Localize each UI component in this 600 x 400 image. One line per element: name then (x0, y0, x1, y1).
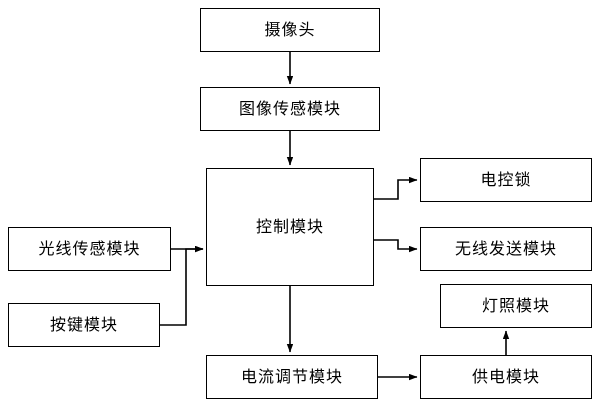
node-camera[interactable]: 摄像头 (200, 8, 380, 52)
node-camera-label: 摄像头 (264, 20, 316, 40)
node-lighting-module[interactable]: 灯照模块 (440, 284, 592, 328)
node-lighting-module-label: 灯照模块 (481, 296, 550, 316)
node-wireless-transmit-module-label: 无线发送模块 (454, 239, 557, 259)
edge-control-to-wireless (374, 239, 418, 253)
node-image-sensor-module[interactable]: 图像传感模块 (200, 87, 380, 131)
node-power-supply-module[interactable]: 供电模块 (420, 355, 592, 399)
node-current-adjust-module[interactable]: 电流调节模块 (206, 355, 378, 399)
node-key-module[interactable]: 按键模块 (8, 303, 160, 347)
node-control-module-label: 控制模块 (255, 217, 324, 237)
node-electric-lock[interactable]: 电控锁 (420, 158, 592, 202)
node-current-adjust-module-label: 电流调节模块 (240, 367, 343, 387)
node-light-sensor-module-label: 光线传感模块 (38, 239, 141, 259)
node-key-module-label: 按键模块 (49, 315, 118, 335)
node-light-sensor-module[interactable]: 光线传感模块 (8, 227, 171, 271)
node-wireless-transmit-module[interactable]: 无线发送模块 (420, 227, 592, 271)
node-image-sensor-module-label: 图像传感模块 (238, 99, 341, 119)
node-power-supply-module-label: 供电模块 (471, 367, 540, 387)
edge-control-to-lock (374, 176, 418, 200)
node-electric-lock-label: 电控锁 (480, 170, 532, 190)
node-control-module[interactable]: 控制模块 (206, 168, 374, 286)
edge-key-module-to-control (160, 245, 204, 326)
